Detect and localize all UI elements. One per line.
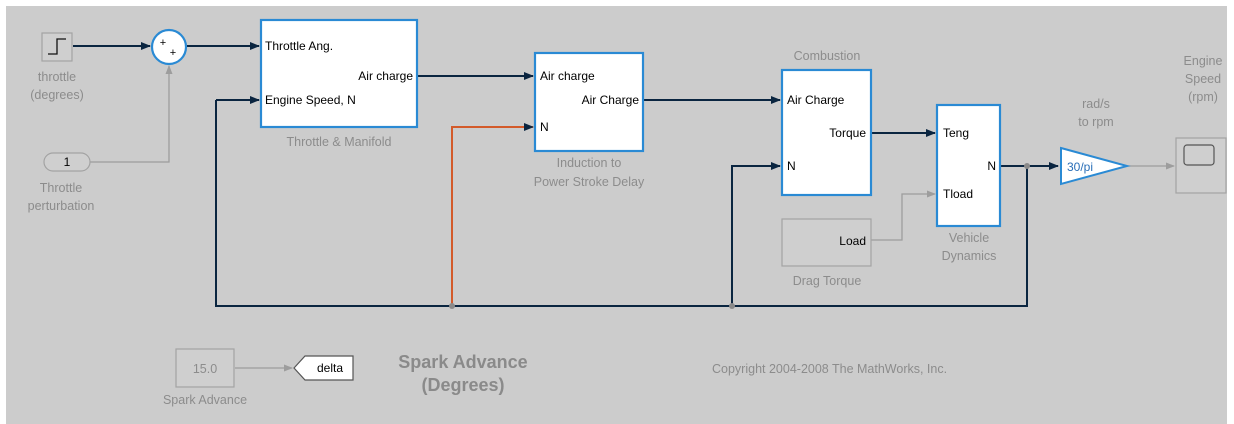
branch-point (449, 303, 455, 309)
goto-tag-block[interactable]: delta (293, 355, 354, 381)
combustion-subsystem[interactable]: Air Charge Torque N (780, 68, 873, 197)
sum-sign-bottom: + (170, 47, 176, 59)
branch-point (729, 303, 735, 309)
vehicle-dynamics-caption-2: Dynamics (942, 249, 997, 263)
signal-lines (73, 42, 1175, 372)
branch-point (1024, 163, 1030, 169)
combustion-title: Combustion (794, 49, 861, 63)
throttle-step-caption-2: (degrees) (30, 88, 84, 102)
induction-caption-2: Power Stroke Delay (534, 175, 645, 189)
throttle-manifold-caption: Throttle & Manifold (287, 135, 392, 149)
vehicle-dynamics-subsystem[interactable]: Teng N Tload (935, 103, 1002, 228)
goto-tag-label: delta (317, 361, 343, 375)
sum-sign-top: + (160, 37, 166, 49)
spark-constant-value: 15.0 (193, 362, 217, 376)
port-engine-speed: Engine Speed, N (265, 93, 356, 107)
signal-feedback-to-induction[interactable] (451, 123, 534, 306)
induction-delay-subsystem[interactable]: Air charge Air Charge N (533, 51, 645, 153)
scope-caption-2: Speed (1185, 72, 1221, 86)
throttle-perturbation-inport[interactable]: 1 (43, 152, 91, 172)
signal-load-to-tload[interactable] (871, 190, 936, 241)
vehicle-dynamics-caption-1: Vehicle (949, 231, 989, 245)
throttle-step-block[interactable] (41, 32, 73, 62)
step-icon (48, 38, 66, 55)
port-n: N (540, 120, 549, 134)
spark-annotation-title-2: (Degrees) (421, 375, 504, 395)
gain-value: 30/pi (1067, 160, 1093, 174)
signal-perturbation-to-sum[interactable] (90, 65, 173, 163)
scope-caption-3: (rpm) (1188, 90, 1218, 104)
perturbation-caption-2: perturbation (28, 199, 95, 213)
throttle-manifold-subsystem[interactable]: Throttle Ang. Air charge Engine Speed, N (259, 18, 419, 129)
induction-caption-1: Induction to (557, 156, 622, 170)
port-teng: Teng (943, 126, 969, 140)
throttle-step-caption-1: throttle (38, 70, 76, 84)
inport-number: 1 (64, 155, 71, 169)
port-n-out: N (987, 159, 996, 173)
gain-block[interactable]: 30/pi (1060, 146, 1131, 186)
drag-torque-caption: Drag Torque (793, 274, 862, 288)
port-throttle-ang: Throttle Ang. (265, 39, 333, 53)
port-air-charge-in: Air charge (540, 69, 595, 83)
port-torque-out: Torque (829, 126, 866, 140)
copyright-annotation: Copyright 2004-2008 The MathWorks, Inc. (712, 362, 947, 376)
signal-feedback-to-combustion[interactable] (731, 162, 781, 306)
port-tload: Tload (943, 187, 973, 201)
port-air-charge-out: Air Charge (582, 93, 640, 107)
drag-torque-block[interactable]: Load (781, 218, 872, 267)
spark-advance-constant[interactable]: 15.0 (175, 348, 235, 388)
port-air-charge-in: Air Charge (787, 93, 845, 107)
port-air-charge-out: Air charge (358, 69, 413, 83)
sum-block[interactable]: + + (150, 28, 188, 66)
scope-caption-1: Engine (1184, 54, 1223, 68)
gain-caption-1: rad/s (1082, 97, 1110, 111)
spark-annotation-title-1: Spark Advance (398, 352, 527, 372)
port-load-out: Load (839, 234, 866, 248)
signal-engine-speed-feedback[interactable] (215, 100, 1028, 307)
spark-advance-caption: Spark Advance (163, 393, 247, 407)
port-n: N (787, 159, 796, 173)
gain-caption-2: to rpm (1078, 115, 1113, 129)
perturbation-caption-1: Throttle (40, 181, 82, 195)
scope-screen-icon (1183, 144, 1215, 166)
scope-block[interactable] (1175, 137, 1227, 194)
